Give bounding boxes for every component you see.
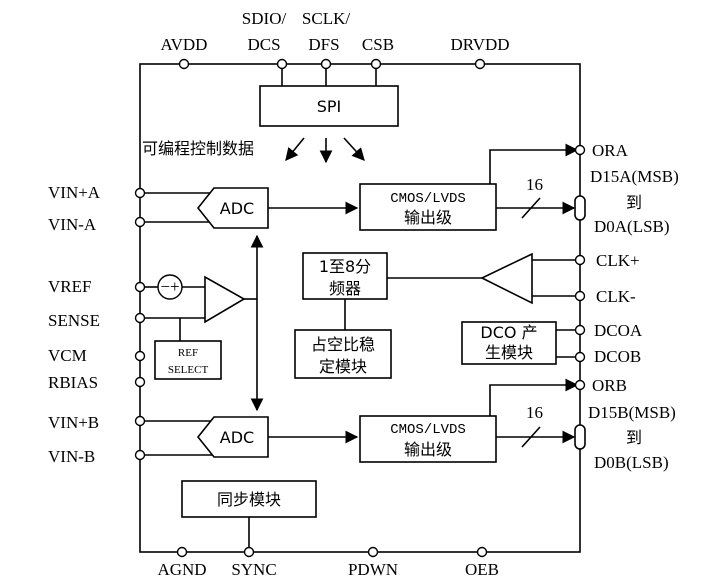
pin-clk-plus[interactable] <box>574 254 586 266</box>
pin-clk-minus-label: CLK- <box>596 287 636 306</box>
pin-vin-minus-b-label: VIN-B <box>48 447 95 466</box>
pin-vin-plus-b-label: VIN+B <box>48 413 99 432</box>
chip-outline <box>139 63 581 553</box>
vref-buffer-amp <box>204 275 246 324</box>
pin-avdd[interactable] <box>178 58 190 70</box>
bus-width-a-label: 16 <box>526 175 543 194</box>
pin-dcoa-label: DCOA <box>594 321 643 340</box>
dco-block <box>461 321 557 365</box>
pin-dcob-label: DCOB <box>594 347 641 366</box>
pin-sdio-label: SDIO/ <box>242 9 287 28</box>
pin-ora-label: ORA <box>592 141 629 160</box>
pin-agnd[interactable] <box>176 546 188 558</box>
to-b-label: 到 <box>626 428 642 447</box>
bus-b-connector[interactable] <box>574 424 586 450</box>
pin-drvdd-label: DRVDD <box>450 35 509 54</box>
pin-vin-plus-b[interactable] <box>134 415 146 427</box>
pin-dcob[interactable] <box>574 351 586 363</box>
divider-line1-label: 1至8分 <box>319 257 371 276</box>
left-pins: VIN+A VIN-A VREF SENSE VCM RBIAS VIN+B V… <box>48 183 146 466</box>
pin-sdio-dcs[interactable] <box>276 58 288 70</box>
pin-sync[interactable] <box>243 546 255 558</box>
adc-b-block <box>196 416 269 458</box>
pin-sense[interactable] <box>134 312 146 324</box>
pin-pdwn-label: PDWN <box>348 560 398 579</box>
cmos-lvds-a-label: CMOS/LVDS <box>390 191 466 207</box>
pin-vin-minus-b[interactable] <box>134 449 146 461</box>
ref-label: REF <box>178 347 198 359</box>
top-pins: AVDD SDIO/ DCS SCLK/ DFS CSB DRVDD <box>161 9 510 70</box>
pin-vin-minus-a-label: VIN-A <box>48 215 97 234</box>
dco-line1-label: DCO 产 <box>480 323 537 342</box>
duty-line1-label: 占空比稳 <box>311 335 375 354</box>
cmos-lvds-b-block <box>359 415 497 463</box>
pin-oeb-label: OEB <box>465 560 499 579</box>
pin-d15a-label: D15A(MSB) <box>590 167 679 186</box>
pin-d0b-label: D0B(LSB) <box>594 453 669 472</box>
adc-a-block <box>196 187 269 229</box>
sync-block-label: 同步模块 <box>217 490 281 509</box>
pin-sense-label: SENSE <box>48 311 100 330</box>
cmos-lvds-a-block <box>359 183 497 231</box>
pin-d15b-label: D15B(MSB) <box>588 403 676 422</box>
bottom-pins: AGND SYNC PDWN OEB <box>157 546 499 579</box>
pin-rbias[interactable] <box>134 376 146 388</box>
pin-oeb[interactable] <box>476 546 488 558</box>
pin-vin-plus-a[interactable] <box>134 187 146 199</box>
pin-dcoa[interactable] <box>574 324 586 336</box>
pin-clk-minus[interactable] <box>574 290 586 302</box>
select-label: SELECT <box>168 364 209 376</box>
pin-pdwn[interactable] <box>367 546 379 558</box>
pin-avdd-label: AVDD <box>161 35 208 54</box>
spi-block <box>259 85 399 127</box>
pin-dfs-label: DFS <box>308 35 339 54</box>
adc-a-label: ADC <box>220 199 254 218</box>
pin-vref-label: VREF <box>48 277 91 296</box>
pin-sclk-dfs[interactable] <box>320 58 332 70</box>
pin-orb-label: ORB <box>592 376 627 395</box>
clock-input-buffer <box>480 252 533 305</box>
pin-ora[interactable] <box>574 144 586 156</box>
duty-line2-label: 定模块 <box>319 357 367 376</box>
spi-label: SPI <box>317 97 342 116</box>
dco-line2-label: 生模块 <box>485 343 533 362</box>
pin-sclk-label: SCLK/ <box>302 9 350 28</box>
pin-agnd-label: AGND <box>157 560 206 579</box>
ref-select-block <box>154 340 222 380</box>
bus-a-connector[interactable] <box>574 195 586 221</box>
pin-sync-label: SYNC <box>231 560 276 579</box>
pin-vref[interactable] <box>134 281 146 293</box>
pin-d0a-label: D0A(LSB) <box>594 217 670 236</box>
pin-vin-plus-a-label: VIN+A <box>48 183 101 202</box>
pin-orb[interactable] <box>574 379 586 391</box>
divider-line2-label: 频器 <box>329 279 361 298</box>
pin-vcm-label: VCM <box>48 346 87 365</box>
pin-rbias-label: RBIAS <box>48 373 98 392</box>
vref-source-label: −+ <box>160 277 179 296</box>
bus-width-b-label: 16 <box>526 403 543 422</box>
pin-drvdd[interactable] <box>474 58 486 70</box>
to-a-label: 到 <box>626 193 642 212</box>
output-stage-b-label: 输出级 <box>404 440 452 459</box>
cmos-lvds-b-label: CMOS/LVDS <box>390 422 466 438</box>
clock-divider-block <box>302 252 388 300</box>
adc-b-label: ADC <box>220 428 254 447</box>
pin-clk-plus-label: CLK+ <box>596 251 640 270</box>
duty-cycle-block <box>294 329 392 379</box>
pin-dcs-label: DCS <box>247 35 280 54</box>
pin-csb[interactable] <box>370 58 382 70</box>
output-stage-a-label: 输出级 <box>404 208 452 227</box>
programmable-data-label: 可编程控制数据 <box>142 139 254 158</box>
pin-vcm[interactable] <box>134 350 146 362</box>
pin-csb-label: CSB <box>362 35 394 54</box>
pin-vin-minus-a[interactable] <box>134 216 146 228</box>
